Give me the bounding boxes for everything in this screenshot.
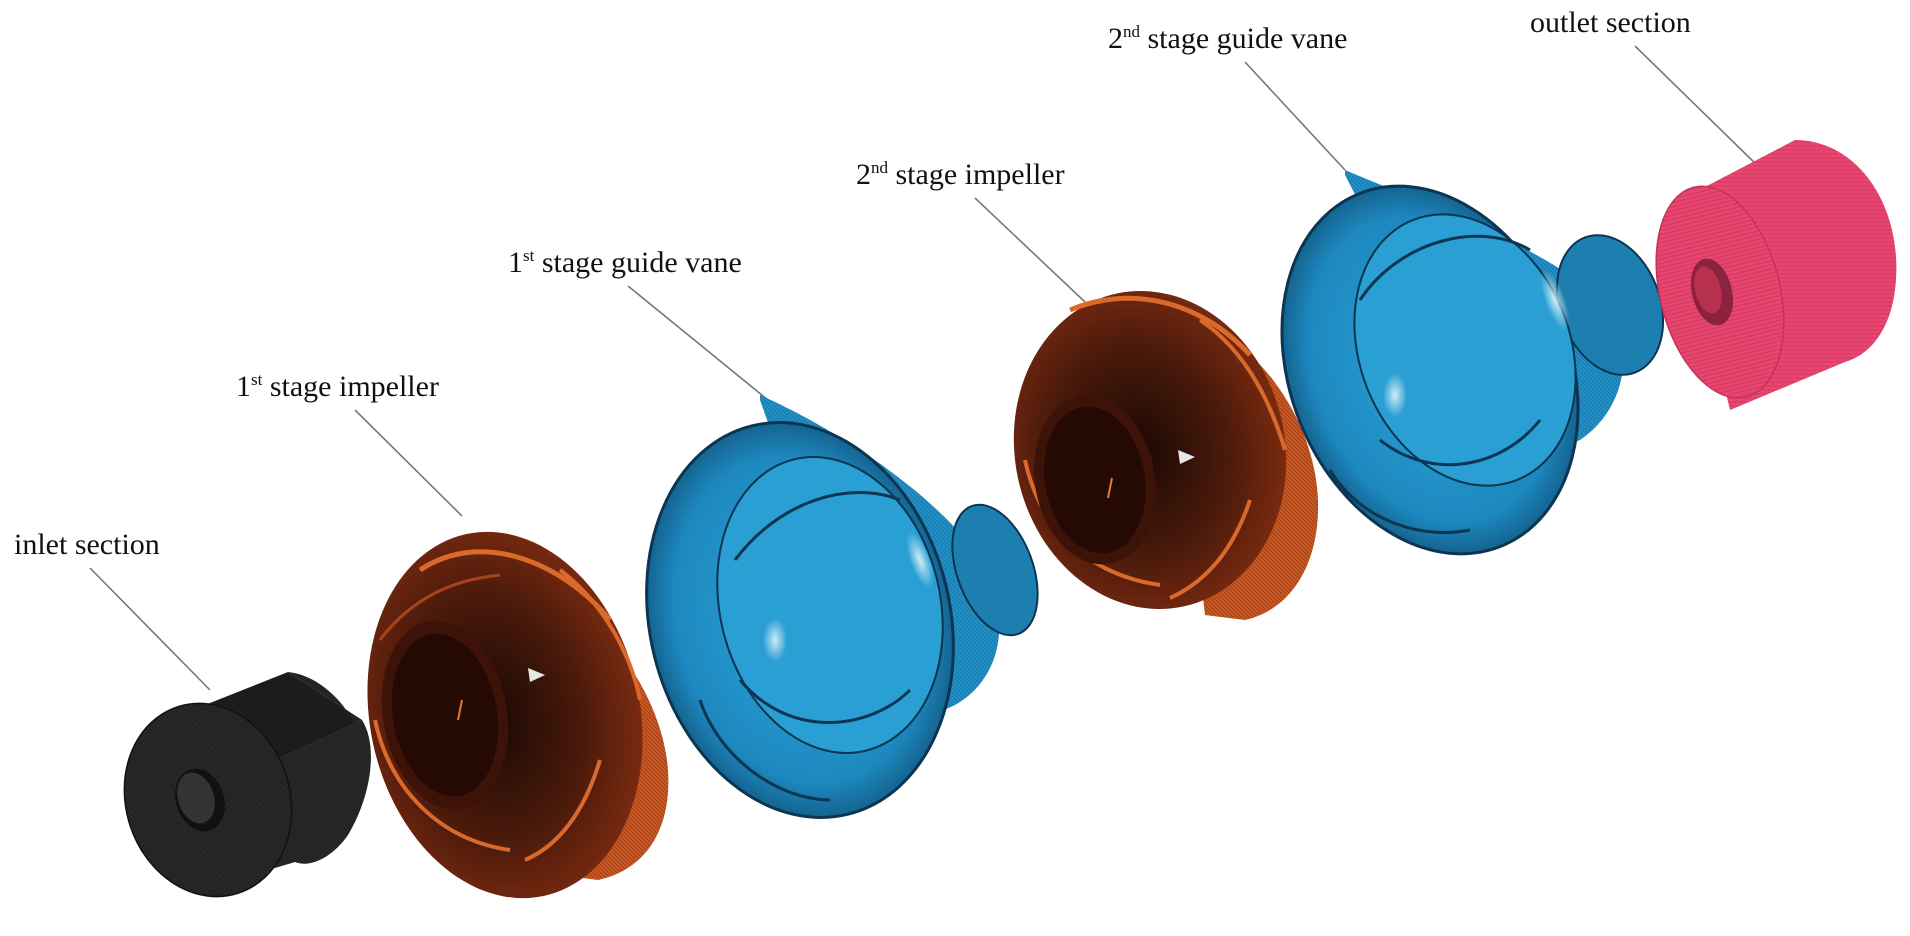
leader-line-outlet [1634, 45, 1761, 169]
label-outlet-section: outlet section [1530, 6, 1691, 39]
inlet-section [123, 672, 371, 898]
label-guide-vane-1st-stage: 1st stage guide vane [508, 246, 742, 279]
label-guide-vane-2nd-stage: 2nd stage guide vane [1108, 22, 1348, 55]
leader-line-guide-vane-2 [1244, 61, 1346, 171]
impeller-2nd-stage [1013, 290, 1319, 620]
outlet-section [1655, 140, 1897, 410]
impeller-1st-stage [367, 531, 669, 899]
leader-line-inlet [89, 567, 211, 691]
leader-line-guide-vane-1 [627, 285, 769, 401]
label-inlet-section: inlet section [14, 528, 160, 561]
guide-vane-2nd-stage [1280, 170, 1665, 556]
label-impeller-1st-stage: 1st stage impeller [236, 370, 439, 403]
leader-line-impeller-2 [974, 197, 1086, 303]
label-impeller-2nd-stage: 2nd stage impeller [856, 158, 1065, 191]
guide-vane-1st-stage [645, 395, 1039, 819]
leader-line-impeller-1 [354, 409, 463, 517]
leader-lines [89, 45, 1761, 691]
